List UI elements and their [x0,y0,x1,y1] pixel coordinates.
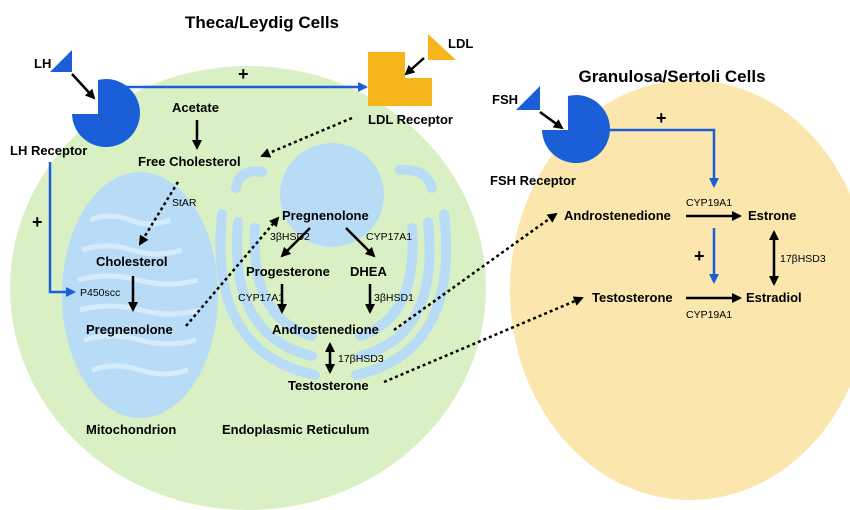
mitochondrion-organelle [62,172,218,418]
lh-receptor-label: LH Receptor [10,143,87,158]
acetate-label: Acetate [172,100,219,115]
star-label: StAR [172,197,197,209]
lh-to-p450scc-arrow [48,162,76,297]
hsd17b3-granulosa-label: 17βHSD3 [780,253,826,265]
granulosa-title: Granulosa/Sertoli Cells [578,67,765,86]
ldl-ligand-icon [428,34,456,60]
hsd3b2-label: 3βHSD2 [270,231,310,243]
ldl-receptor-label: LDL Receptor [368,112,453,127]
mito-pregnenolone-label: Pregnenolone [86,322,173,337]
cyp17a1-top-label: CYP17A1 [366,231,412,243]
p450scc-label: P450scc [80,287,120,299]
er-organelle [215,164,452,380]
plus-top-theca: + [238,64,249,84]
mitochondrion-label: Mitochondrion [86,422,176,437]
fsh-label: FSH [492,92,518,107]
ldl-label: LDL [448,36,473,51]
fsh-to-cyp19a1-arrow [604,128,719,188]
lh-label: LH [34,56,51,71]
fsh-ligand-icon [516,86,540,110]
er-label: Endoplasmic Reticulum [222,422,369,437]
nucleus [280,143,384,247]
estrone-label: Estrone [748,208,796,223]
cyp19a1-bottom-label: CYP19A1 [686,309,732,321]
progesterone-label: Progesterone [246,264,330,279]
plus-left-theca: + [32,212,43,232]
free-cholesterol-label: Free Cholesterol [138,154,241,169]
ldl-to-free-cholesterol-arrow [260,116,353,158]
plus-mid-granulosa: + [694,246,705,266]
fsh-receptor-label: FSH Receptor [490,173,576,188]
dhea-label: DHEA [350,264,387,279]
star-transport-arrow [138,181,180,246]
testosterone-granulosa-label: Testosterone [592,290,673,305]
androstenedione-granulosa-label: Androstenedione [564,208,671,223]
plus-top-granulosa: + [656,108,667,128]
theca-title: Theca/Leydig Cells [185,13,339,32]
ldl-receptor-icon [368,52,432,106]
estradiol-label: Estradiol [746,290,802,305]
lh-ligand-icon [50,50,72,72]
cyp17a1-bottom-label: CYP17A1 [238,292,284,304]
lh-receptor-icon [72,79,140,148]
fsh-receptor-icon [542,95,610,164]
androstenedione-theca-label: Androstenedione [272,322,379,337]
hsd17b3-theca-label: 17βHSD3 [338,353,384,365]
cyp19a1-top-label: CYP19A1 [686,197,732,209]
granulosa-cell [510,80,850,500]
testosterone-theca-label: Testosterone [288,378,369,393]
hsd3b1-label: 3βHSD1 [374,292,414,304]
cholesterol-label: Cholesterol [96,254,168,269]
er-pregnenolone-label: Pregnenolone [282,208,369,223]
